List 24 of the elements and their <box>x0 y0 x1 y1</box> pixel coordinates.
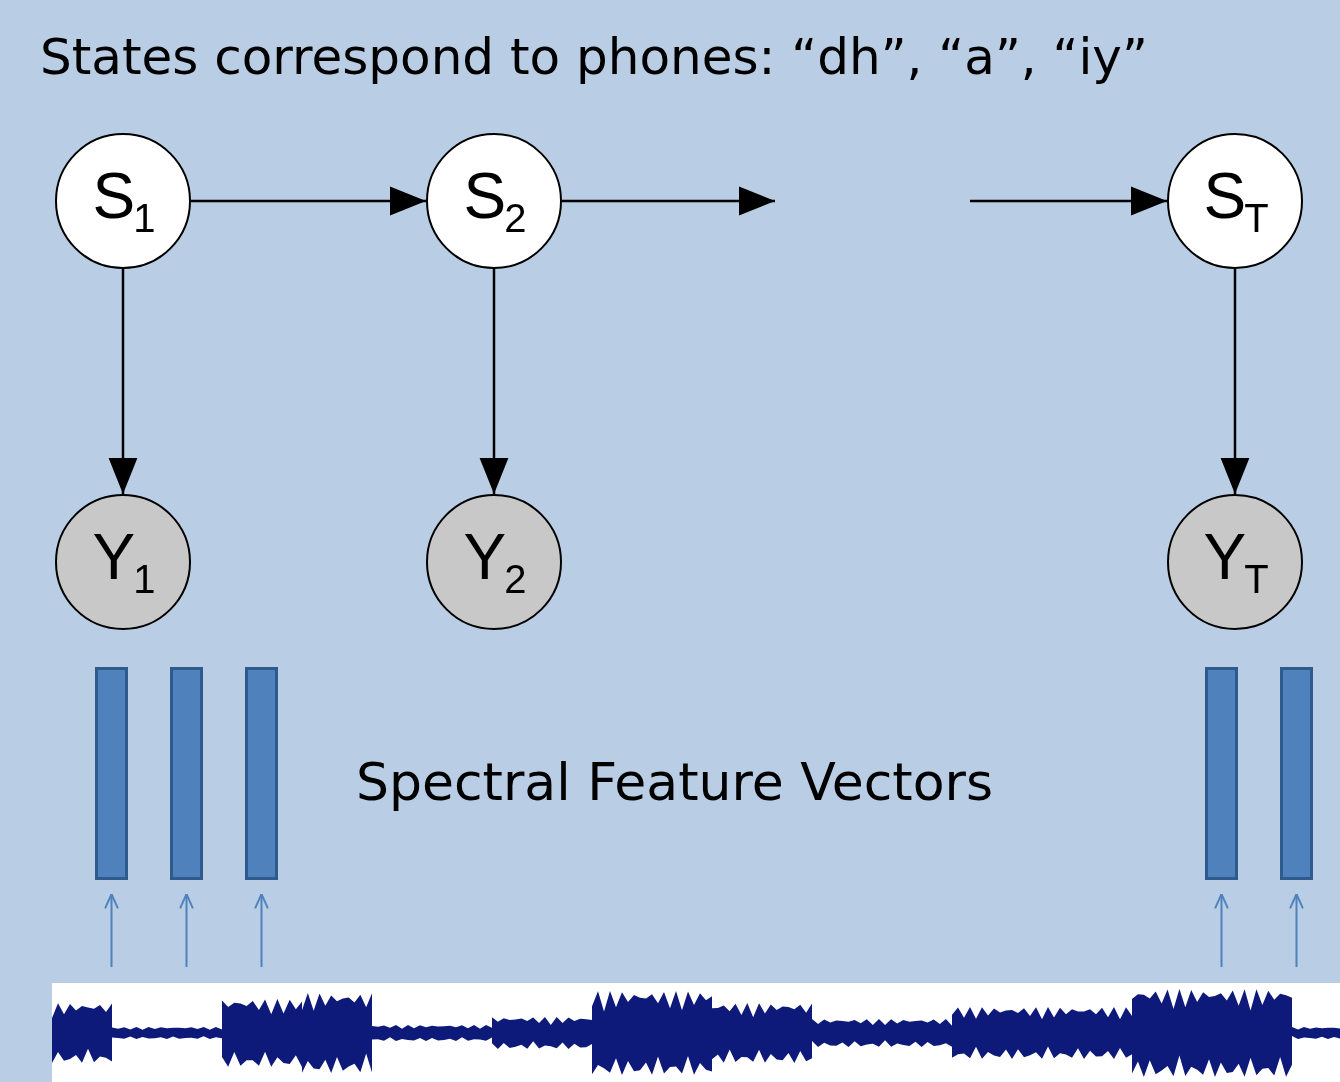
arrow <box>108 269 138 494</box>
arrow <box>1220 269 1250 494</box>
label: Spectral Feature Vectors <box>356 752 994 812</box>
node-label: S$_{2}$ <box>463 164 525 238</box>
arrow <box>562 186 775 216</box>
feature-vector-bar <box>95 667 128 880</box>
node-label: Y$_{T}$ <box>1203 525 1267 599</box>
arrow <box>479 269 509 494</box>
arrow <box>254 893 269 968</box>
node-label: S$_{1}$ <box>92 164 154 238</box>
arrow <box>1289 893 1304 968</box>
title: States correspond to phones: “dh”, “a”, “iy” <box>40 28 1148 86</box>
feature-vector-bar <box>170 667 203 880</box>
arrow <box>179 893 194 968</box>
feature-vector-bar <box>1205 667 1238 880</box>
node-label: Y$_{1}$ <box>92 525 154 599</box>
node-label: Y$_{2}$ <box>463 525 525 599</box>
arrow <box>104 893 119 968</box>
feature-vector-bar <box>1280 667 1313 880</box>
arrow <box>970 186 1167 216</box>
arrow <box>191 186 426 216</box>
feature-vector-bar <box>245 667 278 880</box>
arrow <box>1214 893 1229 968</box>
node-label: S$_{T}$ <box>1203 164 1267 238</box>
